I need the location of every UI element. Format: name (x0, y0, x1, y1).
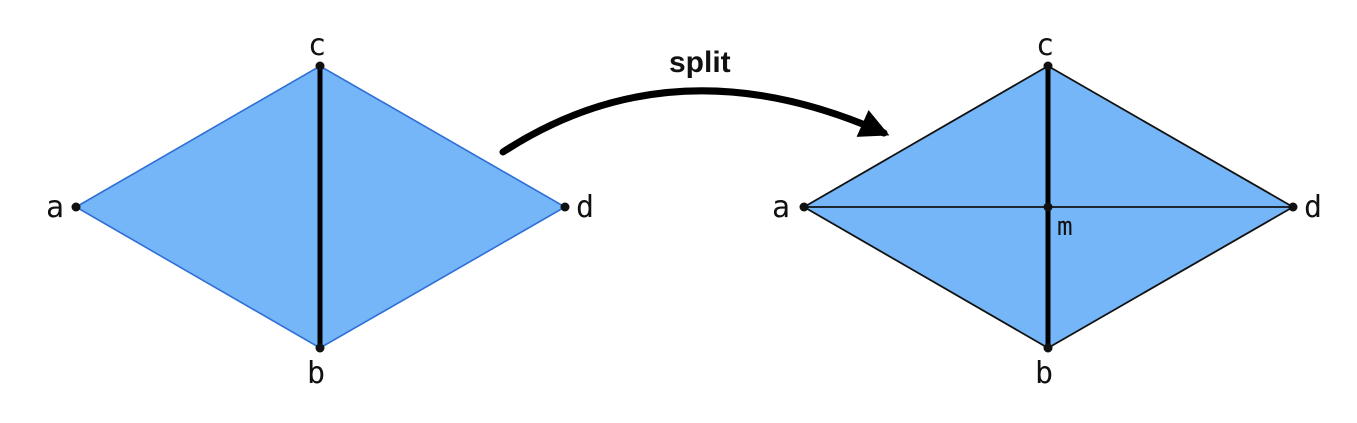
after-vertex-b (1043, 343, 1053, 353)
before-mesh: a c d b (46, 28, 594, 391)
after-label-a: a (772, 190, 790, 225)
after-label-b: b (1035, 356, 1053, 391)
before-label-c: c (308, 28, 326, 63)
after-mesh: a c d b m (772, 28, 1322, 391)
split-arrow (499, 87, 890, 156)
before-triangle-cdb (320, 66, 565, 348)
before-vertex-c (315, 61, 325, 71)
after-vertex-d (1288, 202, 1298, 212)
after-label-d: d (1304, 190, 1322, 225)
after-label-c: c (1036, 28, 1054, 63)
after-vertex-a (799, 202, 809, 212)
before-label-d: d (576, 190, 594, 225)
before-vertex-b (315, 343, 325, 353)
before-vertex-a (71, 202, 81, 212)
split-arrow-group: split (499, 46, 890, 156)
before-label-a: a (46, 190, 64, 225)
split-label: split (669, 46, 731, 79)
after-vertex-c (1043, 61, 1053, 71)
after-label-m: m (1057, 212, 1073, 242)
before-vertex-d (560, 202, 570, 212)
before-label-b: b (307, 356, 325, 391)
before-triangle-acb (76, 66, 320, 348)
after-vertex-m (1043, 202, 1053, 212)
